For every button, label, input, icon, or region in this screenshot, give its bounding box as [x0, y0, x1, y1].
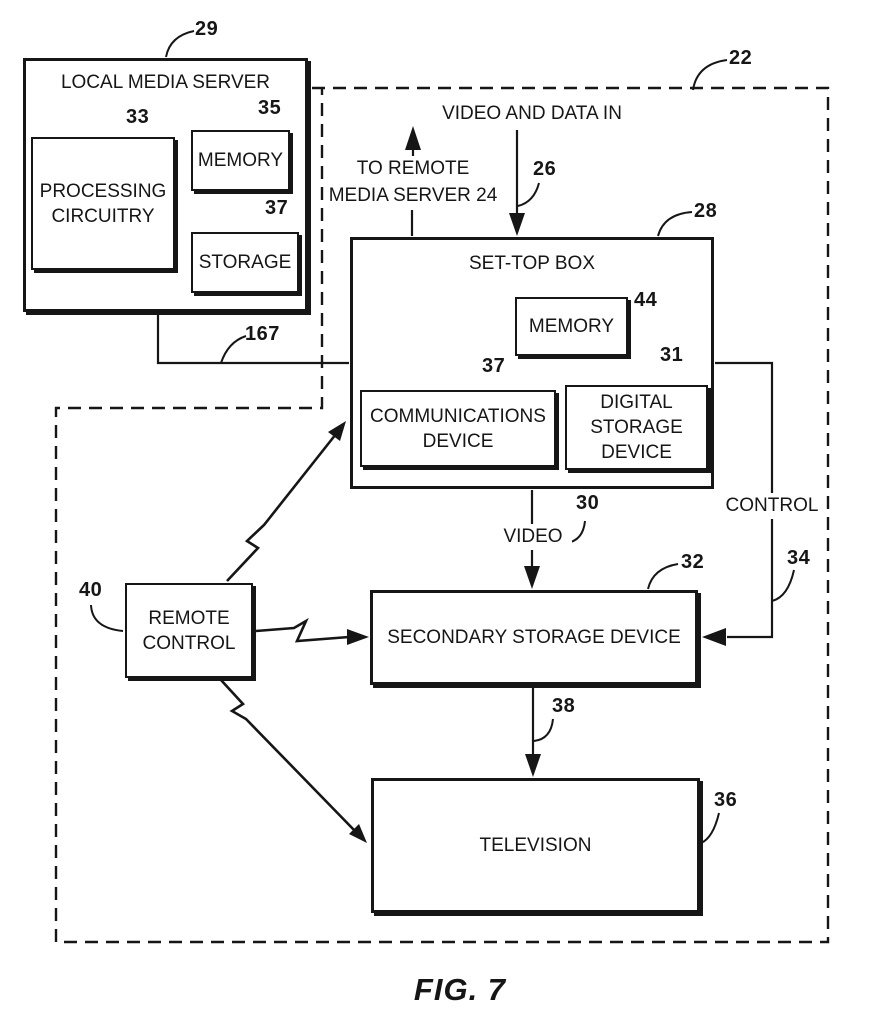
ref-29: 29: [195, 18, 219, 40]
processing-circuitry-line1: PROCESSING: [39, 180, 167, 202]
video-and-data-in-label: VIDEO AND DATA IN: [442, 103, 622, 124]
remote-stb-bolt-line: [226, 433, 338, 582]
storage-lms-box: STORAGE: [191, 232, 299, 293]
video-data-in-arrowhead-icon: [509, 213, 525, 236]
remote-tv-arrowhead-icon: [349, 824, 367, 843]
to-remote-media-server-label: TO REMOTE MEDIA SERVER 24: [325, 155, 501, 209]
ref-34: 34: [787, 547, 811, 569]
local-media-server-title: LOCAL MEDIA SERVER: [60, 72, 271, 93]
television-box: TELEVISION: [371, 778, 700, 913]
secondary-storage-device-box: SECONDARY STORAGE DEVICE: [370, 590, 698, 685]
storage-lms-label: STORAGE: [198, 252, 292, 273]
leader-26: [517, 182, 540, 207]
leader-28: [657, 211, 693, 237]
leader-38: [533, 718, 554, 742]
ref-31: 31: [660, 344, 684, 366]
communications-device-line2: DEVICE: [422, 430, 494, 452]
memory-lms-box: MEMORY: [191, 130, 290, 191]
ref-26: 26: [533, 158, 557, 180]
processing-circuitry-line2: CIRCUITRY: [51, 205, 155, 227]
communications-device-box: COMMUNICATIONS DEVICE: [360, 390, 556, 467]
remote-control-line1: REMOTE: [148, 607, 230, 629]
leader-167: [220, 335, 247, 364]
remote-ssd-bolt-line: [255, 617, 350, 643]
leader-32: [647, 563, 679, 590]
leader-29: [165, 30, 195, 58]
leader-40: [90, 604, 124, 632]
memory-stb-box: MEMORY: [515, 297, 628, 356]
secondary-storage-device-label: SECONDARY STORAGE DEVICE: [387, 627, 681, 648]
to-remote-line1: TO REMOTE: [356, 158, 470, 179]
remote-control-line2: CONTROL: [142, 632, 236, 654]
ref-32: 32: [681, 551, 705, 573]
ref-38: 38: [552, 695, 576, 717]
digital-storage-device-line1: DIGITAL: [600, 392, 673, 413]
television-label: TELEVISION: [479, 835, 592, 856]
communications-device-line1: COMMUNICATIONS: [370, 405, 546, 427]
lms-stb-connector-line: [156, 312, 349, 365]
leader-36: [700, 812, 720, 844]
video-arrowhead-icon: [524, 566, 540, 589]
ref-37-lms: 37: [265, 197, 289, 219]
remote-stb-arrowhead-icon: [328, 421, 346, 441]
remote-ssd-arrowhead-icon: [347, 629, 369, 645]
ref-33: 33: [126, 106, 150, 128]
to-remote-arrowhead-icon: [405, 126, 421, 150]
processing-circuitry-box: PROCESSING CIRCUITRY: [31, 137, 175, 270]
leader-34: [771, 569, 795, 602]
remote-control-box: REMOTE CONTROL: [125, 583, 253, 678]
ref-36: 36: [714, 789, 738, 811]
ref-35: 35: [258, 97, 282, 119]
ref-44: 44: [634, 289, 658, 311]
memory-lms-label: MEMORY: [197, 150, 284, 171]
digital-storage-device-line2: STORAGE: [590, 417, 683, 438]
ref-30: 30: [576, 492, 600, 514]
digital-storage-device-line3: DEVICE: [601, 442, 672, 463]
set-top-box-title: SET-TOP BOX: [468, 253, 595, 274]
ref-167: 167: [245, 323, 280, 345]
leader-22: [692, 59, 728, 91]
remote-tv-bolt-line: [220, 679, 356, 832]
ref-22: 22: [729, 47, 753, 69]
memory-stb-label: MEMORY: [528, 316, 615, 337]
figure-caption: FIG. 7: [413, 972, 507, 1007]
to-remote-line2: MEDIA SERVER 24: [328, 185, 498, 206]
ref-28: 28: [694, 200, 718, 222]
control-arrowhead-icon: [702, 628, 726, 646]
ref-37-stb: 37: [482, 355, 506, 377]
ref-40: 40: [79, 579, 103, 601]
control-wire-label: CONTROL: [723, 493, 821, 519]
digital-storage-device-box: DIGITAL STORAGE DEVICE: [565, 385, 708, 470]
video-wire-label: VIDEO: [494, 524, 572, 550]
dashed-boundary: [54, 86, 830, 944]
ssd-tv-arrowhead-icon: [525, 754, 541, 777]
